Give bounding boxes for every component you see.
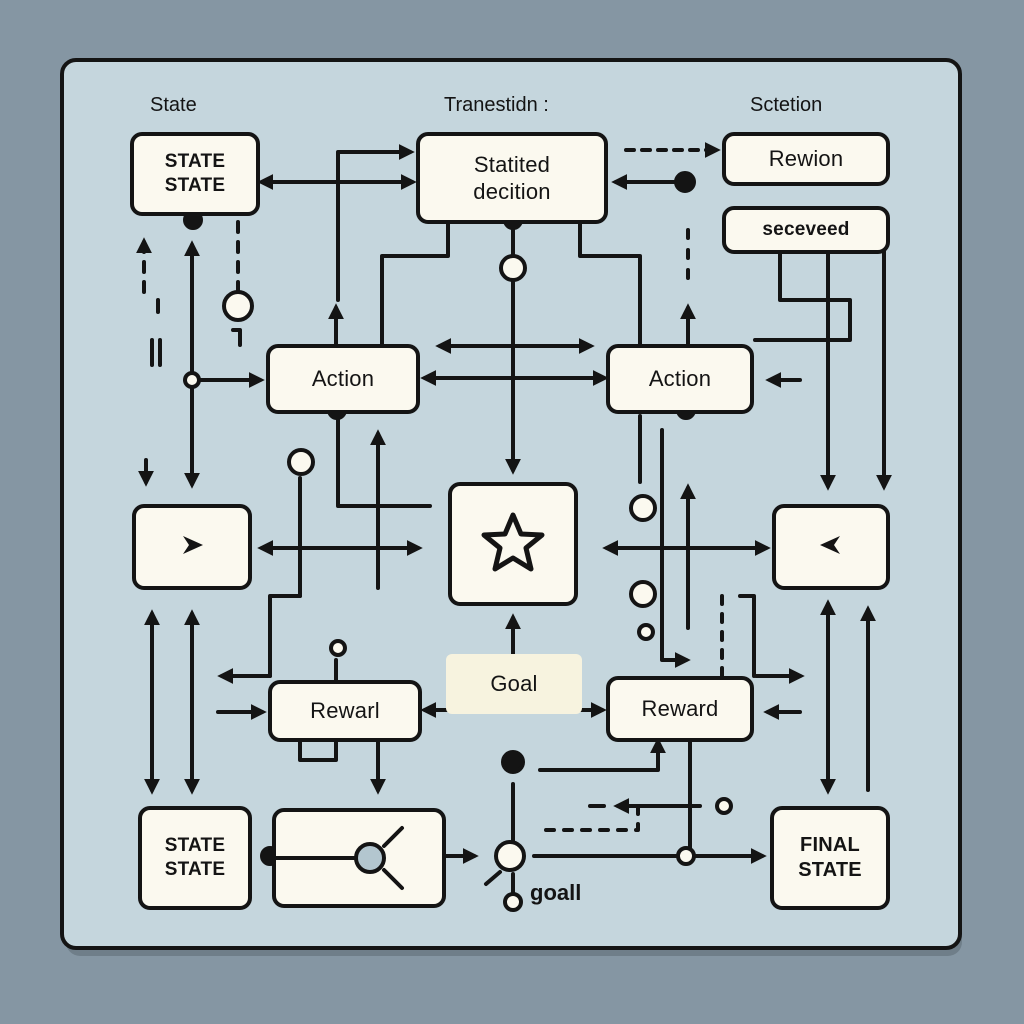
node-final-state-line1: FINAL <box>800 834 860 856</box>
back-icon <box>818 534 844 561</box>
node-bottom-symbol <box>272 808 446 908</box>
edge-action-left-loop <box>336 412 432 508</box>
node-state-top-line2: STATE <box>164 175 226 196</box>
node-seceveed: seceveed <box>722 206 890 254</box>
node-final-state: FINAL STATE <box>770 806 890 910</box>
node-state-bottom: STATE STATE <box>138 806 252 910</box>
dot-ring-in-left <box>183 371 201 389</box>
edge-top-loop-left <box>336 144 415 302</box>
dot-ring-state <box>222 290 254 322</box>
edge-action-right-down-2 <box>660 428 691 668</box>
dot-goal-small <box>503 892 523 912</box>
dot-ring-left-mid <box>287 448 315 476</box>
star-icon <box>478 509 548 580</box>
edge-seceveed-loop <box>753 250 852 342</box>
node-state-bottom-line2: STATE <box>164 859 226 880</box>
header-transition: Tranestidn : <box>444 94 549 116</box>
dot-rewion <box>674 171 696 193</box>
edge-decision-to-right <box>578 222 642 347</box>
edge-small-loop-2 <box>538 804 640 832</box>
bottom-node-fork <box>382 826 404 890</box>
dot-ring-left-small <box>329 639 347 657</box>
node-reward-right: Reward <box>606 676 754 742</box>
node-back <box>772 504 890 590</box>
node-action-left: Action <box>266 344 420 414</box>
node-rewion: Rewion <box>722 132 890 186</box>
node-decision-line1: Statited <box>473 151 551 177</box>
dot-ring-right-low <box>629 580 657 608</box>
edge-goal-line <box>538 737 666 772</box>
node-final-state-line2: STATE <box>798 859 862 881</box>
edge-left-dash-ticks <box>150 298 162 367</box>
header-section: Sctetion <box>750 94 823 116</box>
dot-goal-ring <box>494 840 526 872</box>
edge-reward-left-loop <box>268 594 302 678</box>
node-state-bottom-line1: STATE <box>164 835 226 857</box>
node-state-top: STATE STATE <box>130 132 260 216</box>
node-goal-star <box>448 482 578 606</box>
node-reward-left: Rewarl <box>268 680 422 742</box>
header-state: State <box>150 94 197 116</box>
dot-ring-right-small <box>637 623 655 641</box>
edge-decision-to-left <box>380 222 450 347</box>
edge-action-left-up-loop <box>231 328 242 347</box>
goal-bottom-label: goall <box>530 880 582 905</box>
bottom-node-ring <box>354 842 386 874</box>
node-play <box>132 504 252 590</box>
node-decision-line2: decition <box>473 179 551 204</box>
node-decision: Statited decition <box>416 132 608 224</box>
node-action-right: Action <box>606 344 754 414</box>
dot-goal-mid <box>501 750 525 774</box>
goal-label: Goal <box>446 654 582 714</box>
edge-goal-diag <box>484 870 502 886</box>
dot-ring-bottom <box>676 846 696 866</box>
dot-ring-right-mid <box>629 494 657 522</box>
play-icon <box>179 534 205 561</box>
dot-small-right <box>715 797 733 815</box>
node-state-top-line1: STATE <box>164 151 226 173</box>
dot-ring-decision <box>499 254 527 282</box>
edge-right-loop-2 <box>738 594 756 678</box>
